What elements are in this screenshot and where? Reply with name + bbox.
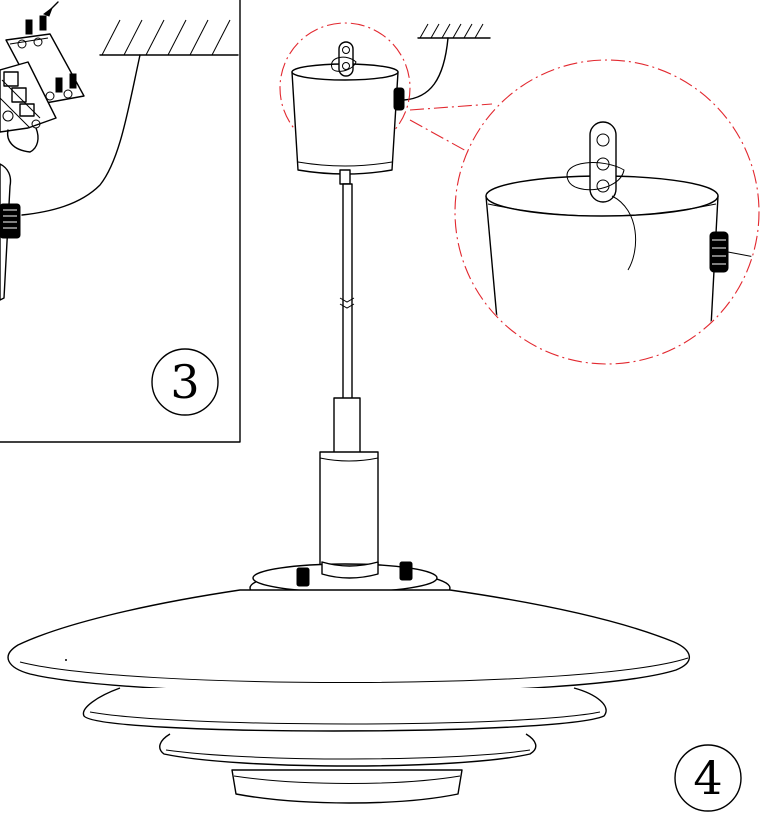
- step-4-badge: 4: [674, 744, 742, 812]
- step-3-terminal-wire: [6, 127, 39, 153]
- step-3-screws: [25, 1, 77, 93]
- step-3-supply-wire: [21, 54, 141, 216]
- step-4-ceiling: [417, 23, 491, 39]
- step-4-pendant: [7, 22, 690, 804]
- zoom-circle: [454, 59, 760, 365]
- step-3-mounting-bracket: [5, 33, 85, 105]
- step-3-panel-frame: [0, 0, 241, 443]
- step-4-suspension-rod: [339, 169, 355, 405]
- canopy-zoom-detail: [409, 59, 760, 365]
- lower-shade: [159, 733, 537, 767]
- step-3-canopy: [0, 163, 21, 301]
- lamp-holder-housing: [319, 451, 379, 571]
- step-4-supply-wire: [403, 37, 449, 101]
- main-shade: [7, 589, 690, 694]
- zoom-leader-top: [409, 103, 493, 111]
- step-3-badge: 3: [151, 348, 219, 416]
- step-4-number: 4: [693, 751, 722, 805]
- step-3-panel: 3: [0, 0, 241, 443]
- bottom-ring: [231, 769, 463, 804]
- step-3-terminal-block: [0, 61, 57, 133]
- step-4-canopy: [291, 41, 405, 175]
- step-3-number: 3: [170, 355, 199, 409]
- zoom-leader-bottom: [409, 119, 469, 153]
- step-3-ceiling: [99, 19, 239, 56]
- rod-coupling: [333, 397, 361, 457]
- middle-shade: [82, 687, 607, 732]
